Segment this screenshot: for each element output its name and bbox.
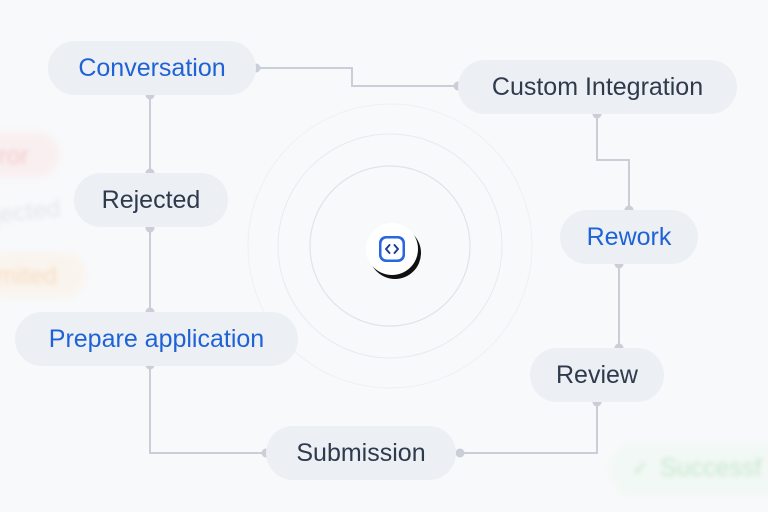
- connector-integration-rework: [596, 114, 630, 210]
- node-submission[interactable]: Submission: [266, 426, 456, 480]
- node-conversation[interactable]: Conversation: [48, 41, 256, 95]
- ghost-success-badge-bg: [608, 442, 768, 498]
- port-dot: [455, 448, 465, 458]
- connector-review-submission: [460, 402, 598, 454]
- ghost-limited-badge-bg: [0, 252, 86, 298]
- node-prepare-application[interactable]: Prepare application: [15, 312, 298, 366]
- node-review[interactable]: Review: [530, 348, 664, 402]
- ring-middle: [277, 133, 503, 359]
- ring-outer: [247, 103, 533, 389]
- connector-submission-prepare: [149, 365, 266, 454]
- ghost-success-check-icon: ✓: [632, 458, 649, 480]
- node-rejected[interactable]: Rejected: [74, 173, 228, 227]
- ghost-error-badge-bg: [0, 132, 60, 178]
- ghost-success-label: Successf: [660, 454, 762, 482]
- node-custom-integration[interactable]: Custom Integration: [458, 60, 737, 114]
- ghost-limited-label: mited: [0, 262, 58, 290]
- center-hub-button[interactable]: [366, 223, 418, 275]
- node-rework[interactable]: Rework: [560, 210, 698, 264]
- ghost-error-label: ror: [0, 142, 29, 170]
- connector-conversation-integration: [256, 67, 458, 87]
- code-brackets-icon: [379, 236, 405, 262]
- ring-inner: [309, 165, 471, 327]
